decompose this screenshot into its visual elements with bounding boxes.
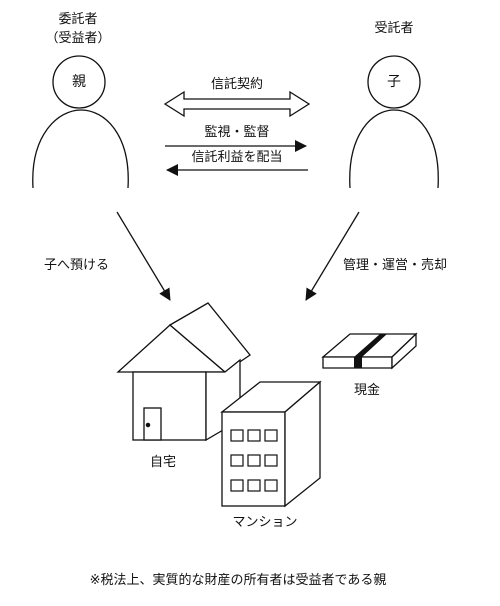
parent-figure [32, 55, 129, 189]
cash-label: 現金 [354, 383, 381, 398]
mansion-illustration [220, 380, 322, 508]
parent-label: 親 [72, 74, 86, 90]
cash-side [391, 332, 417, 370]
entrust-label: 子へ預ける [44, 258, 110, 273]
manage-label: 管理・運営・売却 [343, 258, 448, 273]
manage-arrow [305, 211, 360, 301]
settlor-label: 委託者 [58, 12, 98, 27]
cash-band-front [354, 357, 362, 368]
contract-double-arrow [163, 90, 311, 118]
child-head [367, 55, 421, 109]
mansion-label: マンション [232, 515, 298, 530]
trustee-label: 受託者 [374, 21, 414, 36]
beneficiary-label: （受益者） [45, 31, 111, 46]
child-label: 子 [387, 74, 401, 90]
cash-band [354, 334, 387, 357]
mansion-windows [230, 429, 278, 492]
mansion-side [284, 380, 321, 508]
supervision-label: 監視・監督 [204, 125, 270, 140]
house-door [143, 407, 162, 441]
door-knob [145, 422, 151, 428]
cash-illustration [321, 332, 418, 370]
footnote: ※税法上、実質的な財産の所有者は受益者である親 [89, 573, 387, 588]
parent-head [52, 55, 106, 109]
house-illustration [116, 302, 251, 442]
contract-label: 信託契約 [210, 77, 264, 92]
home-label: 自宅 [150, 455, 177, 470]
child-figure [349, 55, 439, 189]
parent-body [32, 109, 129, 189]
delivery-label: 信託利益を配当 [191, 150, 283, 165]
child-body [349, 109, 439, 189]
entrust-arrow [116, 211, 171, 301]
house-roof [168, 302, 251, 373]
